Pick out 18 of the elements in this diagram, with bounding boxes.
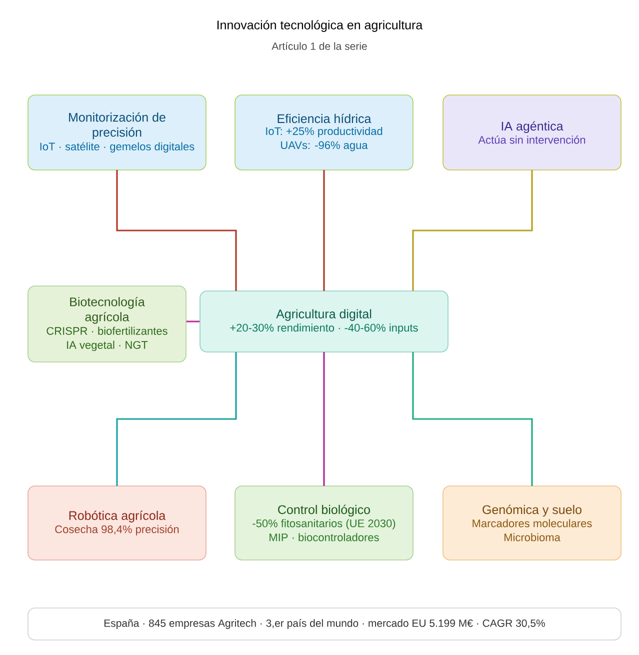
connector-line (412, 170, 533, 291)
topic-box: Control biológico -50% fitosanitarios (UE 2030) MIP · biocontroladores (234, 486, 414, 560)
connector-line (323, 352, 325, 486)
topic-box: Monitorización de precisión IoT · satélite · gemelos digitales (28, 94, 206, 170)
connector-line (412, 352, 533, 486)
subtitle: Artículo 1 de la serie (272, 42, 367, 50)
connector-line (116, 352, 237, 486)
connector-line (323, 170, 325, 291)
footer-box: España · 845 empresas Agritech · 3,er país del mundo · mercado EU 5.199 M€ · CAGR 30,5% (28, 608, 622, 640)
connector-line (116, 170, 237, 291)
topic-box: Robótica agrícola Cosecha 98,4% precisión (28, 486, 206, 560)
topic-box: Biotecnología agrícola CRISPR · biofertilizantes IA vegetal · NGT (28, 286, 186, 362)
title: Innovación tecnológica en agricultura (217, 20, 423, 32)
hub-box: Agricultura digital +20-30% rendimiento · -40-60% inputs (200, 290, 448, 352)
topic-box: IA agéntica Actúa sin intervención (442, 94, 622, 170)
topic-box: Eficiencia hídrica IoT: +25% productividad UAVs: -96% agua (234, 94, 414, 170)
topic-box: Genómica y suelo Marcadores moleculares Microbioma (442, 486, 622, 560)
connector-line (186, 320, 200, 322)
